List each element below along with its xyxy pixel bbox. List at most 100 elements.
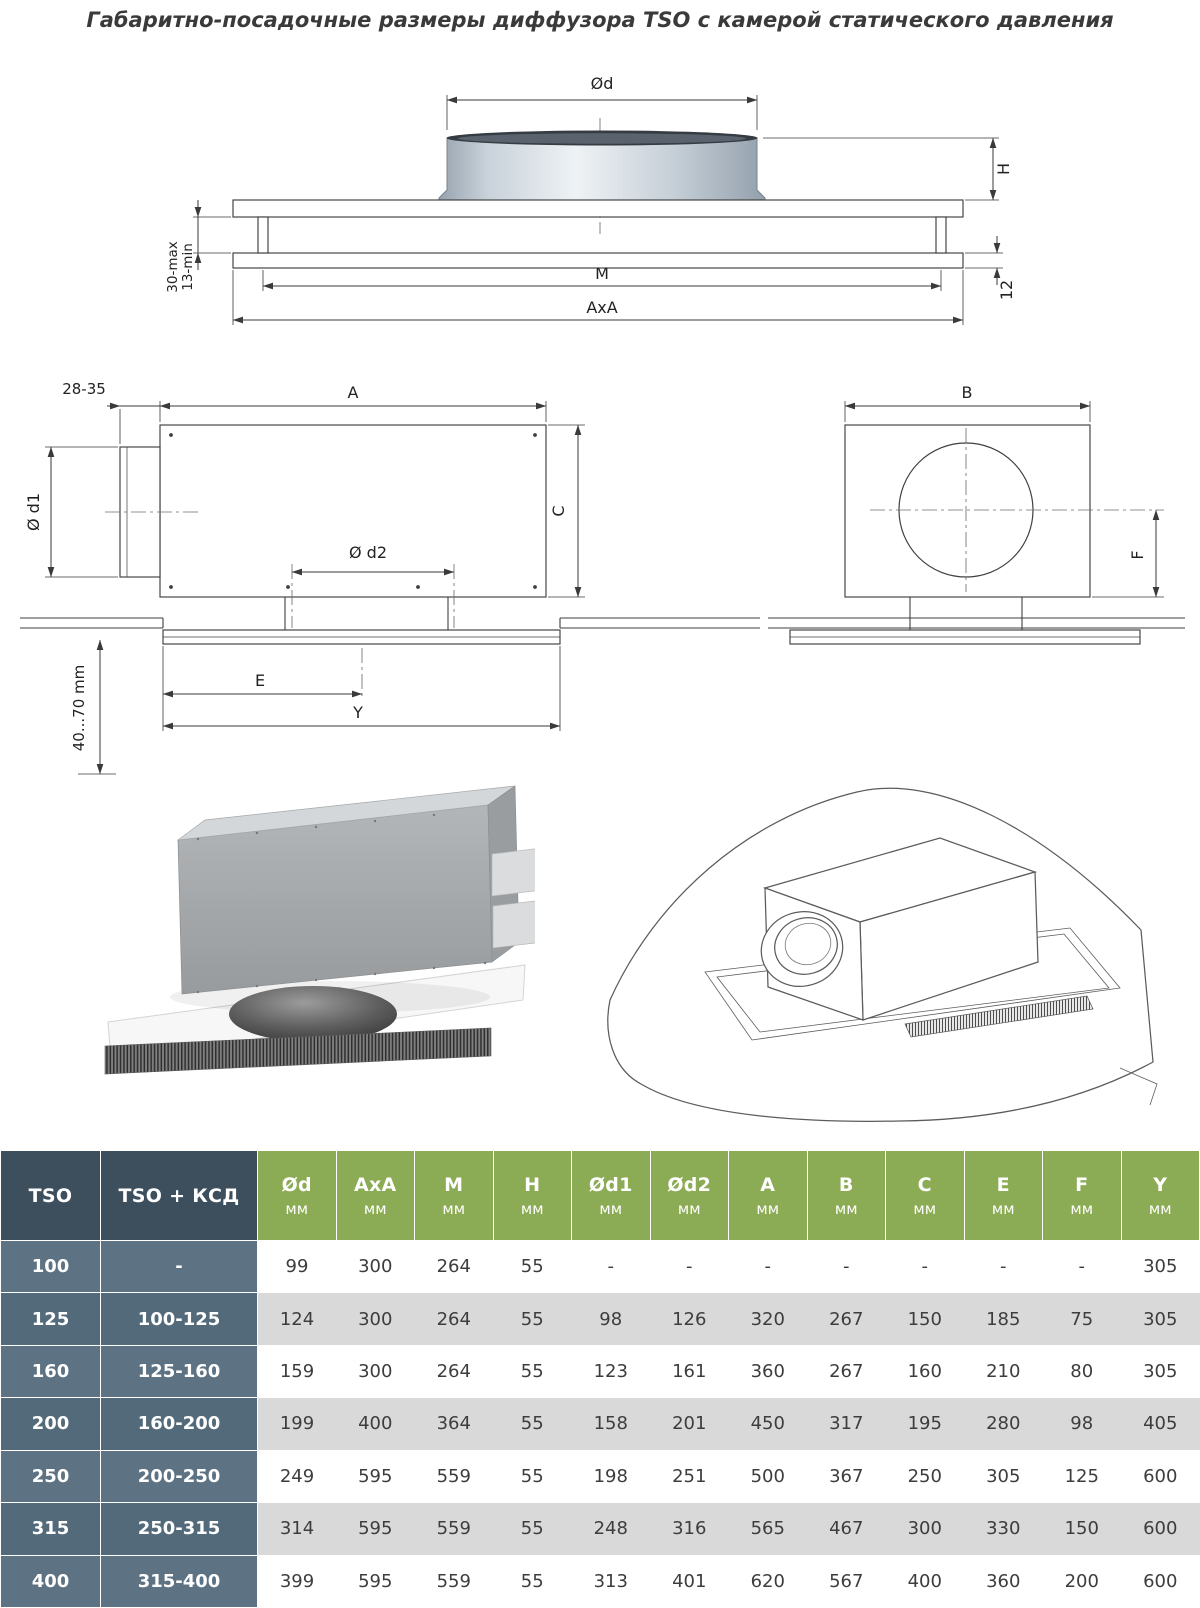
dim-label-f: F (1128, 550, 1147, 559)
cell-value: 264 (414, 1292, 493, 1346)
cell-value: 126 (650, 1292, 729, 1346)
section-drawing-svg: Ød H 12 30-max 13-min M AxA (165, 74, 1016, 325)
cell-value: 305 (1121, 1345, 1200, 1398)
cell-value: 367 (807, 1450, 886, 1503)
cell-value: 280 (964, 1397, 1043, 1451)
cell-value: 595 (336, 1450, 415, 1503)
cell-value: 316 (650, 1502, 729, 1556)
cell-tso: 200 (0, 1397, 101, 1451)
cell-value: 200 (1042, 1555, 1121, 1608)
cell-value: 55 (493, 1345, 572, 1398)
cell-tso-ksd: - (100, 1239, 258, 1294)
cell-value: 158 (571, 1397, 650, 1451)
cell-value: - (964, 1240, 1043, 1293)
side-drawing-svg: 28-35 A Ø d1 C Ø d2 E Y 40...70 mm (20, 380, 760, 775)
cell-value: 55 (493, 1555, 572, 1608)
sketch-3d-svg (607, 787, 1158, 1122)
dim-label-m: M (595, 264, 609, 283)
dim-label-d1: Ø d1 (24, 493, 43, 531)
cell-value: 159 (257, 1345, 336, 1398)
cell-value: - (728, 1240, 807, 1293)
cell-value: - (650, 1240, 729, 1293)
cell-value: 99 (257, 1240, 336, 1293)
cell-value: 249 (257, 1450, 336, 1503)
cell-value: 55 (493, 1292, 572, 1346)
cell-tso: 160 (0, 1344, 101, 1399)
cell-value: - (885, 1240, 964, 1293)
cell-value: 595 (336, 1502, 415, 1556)
cell-value: 400 (885, 1555, 964, 1608)
cell-value: 125 (1042, 1450, 1121, 1503)
cell-tso-ksd: 315-400 (100, 1554, 258, 1608)
cell-value: 314 (257, 1502, 336, 1556)
cell-value: 80 (1042, 1345, 1121, 1398)
cell-value: 55 (493, 1397, 572, 1451)
cell-value: 467 (807, 1502, 886, 1556)
cell-tso-ksd: 100-125 (100, 1292, 258, 1346)
cell-value: 195 (885, 1397, 964, 1451)
cell-value: 600 (1121, 1502, 1200, 1556)
dim-label-13min: 13-min (180, 243, 196, 291)
cell-value: - (1042, 1240, 1121, 1293)
cell-tso: 400 (0, 1554, 101, 1608)
cell-value: 98 (1042, 1397, 1121, 1451)
dim-label-a: A (348, 383, 359, 402)
cell-value: - (571, 1240, 650, 1293)
cell-value: 305 (1121, 1292, 1200, 1346)
cell-value: 198 (571, 1450, 650, 1503)
cell-tso: 315 (0, 1502, 101, 1556)
cell-value: 300 (336, 1345, 415, 1398)
cell-value: 405 (1121, 1397, 1200, 1451)
cell-value: 251 (650, 1450, 729, 1503)
dim-label-h: H (994, 163, 1013, 175)
cell-value: 250 (885, 1450, 964, 1503)
front-view-drawing: B F (760, 378, 1200, 692)
cell-value: 199 (257, 1397, 336, 1451)
cell-value: 124 (257, 1292, 336, 1346)
cell-value: 360 (964, 1555, 1043, 1608)
cell-value: 600 (1121, 1555, 1200, 1608)
dim-label-d: Ød (591, 74, 614, 93)
cell-tso: 250 (0, 1449, 101, 1504)
cell-tso-ksd: 125-160 (100, 1344, 258, 1399)
cell-value: 201 (650, 1397, 729, 1451)
cell-value: 300 (885, 1502, 964, 1556)
dim-label-d2: Ø d2 (349, 543, 387, 562)
cell-value: 248 (571, 1502, 650, 1556)
cell-value: 123 (571, 1345, 650, 1398)
side-view-drawing: 28-35 A Ø d1 C Ø d2 E Y 40...70 mm (20, 378, 760, 792)
cell-tso: 125 (0, 1292, 101, 1346)
dim-label-b: B (962, 383, 973, 402)
cell-value: 264 (414, 1345, 493, 1398)
cell-value: 210 (964, 1345, 1043, 1398)
render-3d-svg (104, 785, 550, 1075)
dim-label-axa: AxA (586, 298, 617, 317)
col-header-tso: TSO (0, 1150, 101, 1241)
col-header-tso-ksd: TSO + КСД (100, 1150, 258, 1241)
cell-value: 161 (650, 1345, 729, 1398)
cell-value: 150 (885, 1292, 964, 1346)
page-title: Габаритно-посадочные размеры диффузора T… (86, 8, 1114, 32)
cell-value: 400 (336, 1397, 415, 1451)
cell-value: 317 (807, 1397, 886, 1451)
cell-value: 150 (1042, 1502, 1121, 1556)
cell-value: 320 (728, 1292, 807, 1346)
cell-value: 600 (1121, 1450, 1200, 1503)
cell-value: 595 (336, 1555, 415, 1608)
cell-value: 75 (1042, 1292, 1121, 1346)
cell-value: 567 (807, 1555, 886, 1608)
dim-label-28-35: 28-35 (62, 380, 106, 398)
